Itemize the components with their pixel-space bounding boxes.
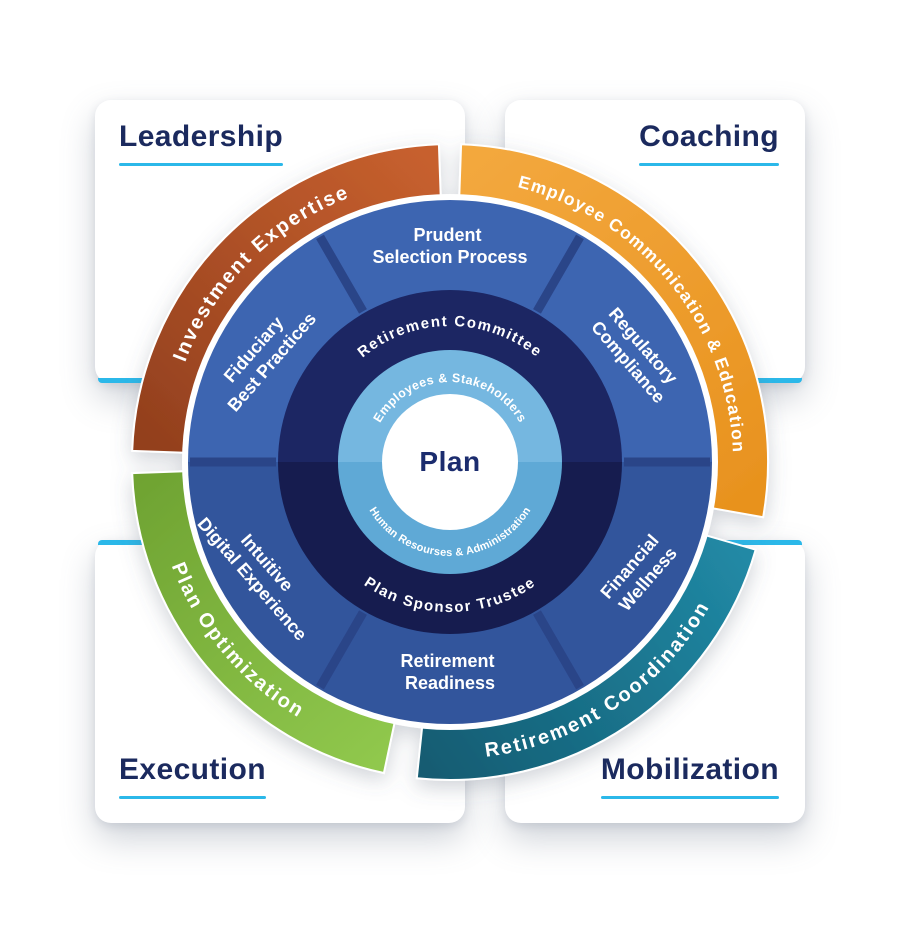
card-title-leadership: Leadership — [119, 120, 284, 153]
card-title-mobilization: Mobilization — [600, 753, 779, 786]
segment-divider — [533, 610, 584, 690]
segment-divider — [316, 234, 367, 314]
card-execution-title-wrap: Execution — [119, 753, 266, 799]
center-circle — [382, 394, 518, 530]
segment-divider — [316, 610, 367, 690]
card-title-execution: Execution — [119, 753, 266, 786]
title-underline — [119, 163, 284, 166]
card-mobilization-title-wrap: Mobilization — [600, 753, 779, 799]
title-underline — [639, 163, 779, 166]
card-title-coaching: Coaching — [639, 120, 779, 153]
title-underline — [600, 796, 779, 799]
segment-label-prudent-selection-process: Prudent Selection Process — [372, 225, 527, 267]
card-leadership-title-wrap: Leadership — [119, 120, 284, 166]
segment-divider — [533, 234, 584, 314]
card-coaching-title-wrap: Coaching — [639, 120, 779, 166]
wheel-body — [131, 143, 769, 781]
segment-label-retirement-readiness: Retirement Readiness — [400, 651, 499, 693]
svg-text:Prudent Selection Proc: Prudent Selection Process — [372, 225, 527, 267]
center-label-plan: Plan — [419, 446, 480, 477]
title-underline — [119, 796, 266, 799]
svg-text:Retirement Readiness: Retirement Readiness — [400, 651, 499, 693]
